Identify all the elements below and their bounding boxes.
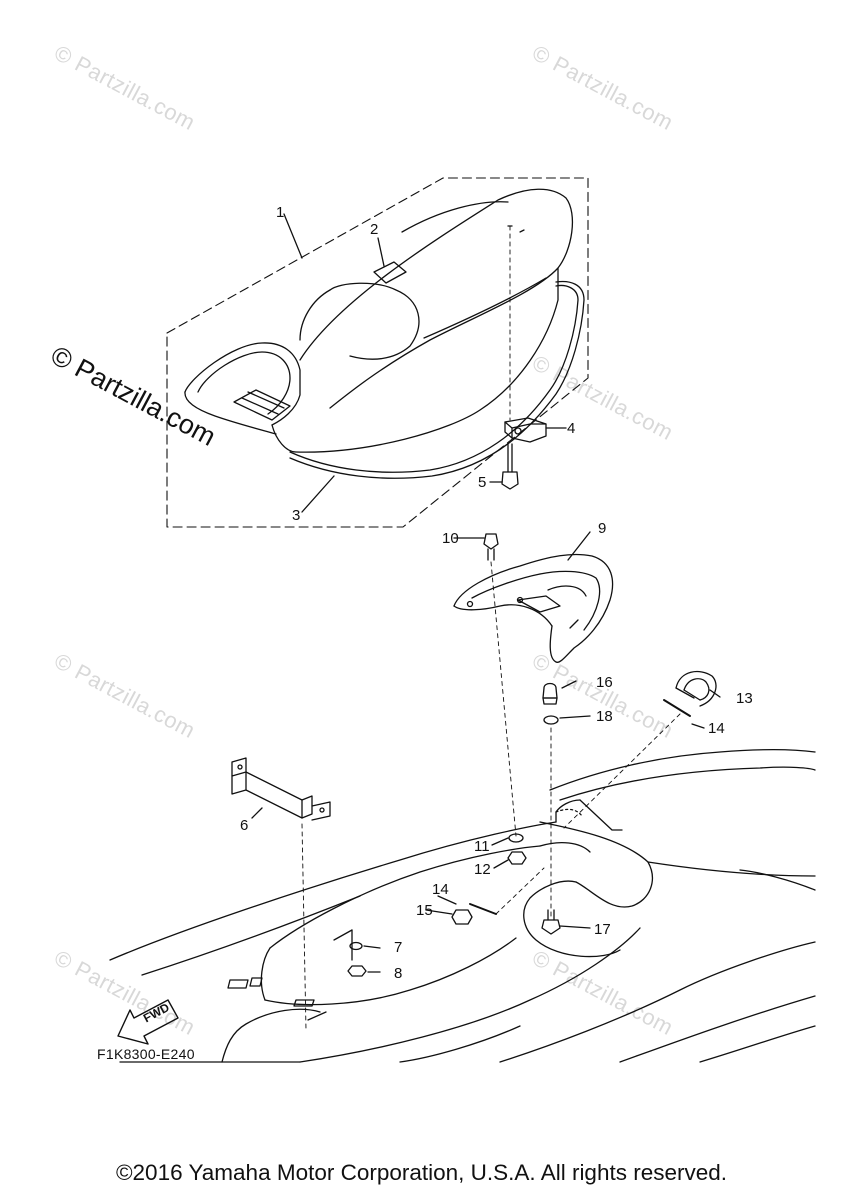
u-bolt — [675, 670, 717, 707]
bracket-6 — [231, 757, 331, 821]
callout-2: 2 — [370, 221, 379, 238]
nut-8 — [347, 965, 367, 977]
seat-trim-strip — [289, 284, 579, 473]
diagram-code: F1K8300-E240 — [97, 1046, 195, 1062]
hull-deck — [109, 749, 816, 1063]
callout-11: 11 — [474, 838, 490, 855]
callout-6: 6 — [240, 817, 249, 834]
callout-12: 12 — [474, 861, 491, 878]
seat-lock-bracket — [504, 417, 547, 443]
bolt-10 — [483, 533, 499, 561]
washer-7 — [349, 941, 363, 951]
copyright-text: ©2016 Yamaha Motor Corporation, U.S.A. A… — [115, 1160, 728, 1185]
washer-18 — [543, 715, 559, 725]
callout-1: 1 — [276, 204, 285, 221]
seat — [184, 188, 574, 453]
pin-14-top — [663, 699, 691, 717]
callout-5: 5 — [478, 474, 487, 491]
seat-assembly-box — [166, 177, 589, 528]
pin-14-bottom — [469, 903, 497, 915]
bolt-17 — [541, 909, 561, 935]
callout-14: 14 — [708, 720, 725, 737]
cap-nut-16 — [542, 682, 558, 705]
callout-4: 4 — [567, 420, 576, 437]
callout-3: 3 — [292, 507, 301, 524]
fwd-arrow — [117, 999, 179, 1045]
bolt-5 — [501, 443, 519, 490]
callout-18: 18 — [596, 708, 613, 725]
nut-12 — [507, 851, 527, 865]
nut-15 — [451, 909, 473, 925]
seat-tag — [373, 261, 407, 284]
callout-14: 14 — [432, 881, 449, 898]
grab-handle — [453, 553, 614, 663]
callout-17: 17 — [594, 921, 611, 938]
callout-9: 9 — [598, 520, 607, 537]
callout-15: 15 — [416, 902, 433, 919]
callout-8: 8 — [394, 965, 403, 982]
callout-10: 10 — [442, 530, 459, 547]
washer-11 — [508, 833, 524, 843]
callout-7: 7 — [394, 939, 403, 956]
callout-16: 16 — [596, 674, 613, 691]
callout-13: 13 — [736, 690, 753, 707]
